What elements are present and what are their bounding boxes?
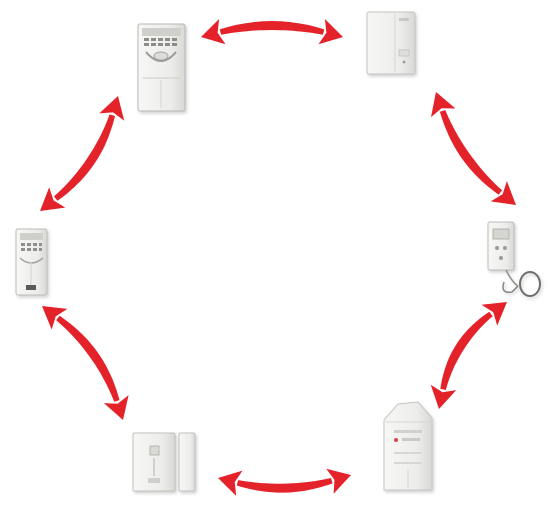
arrow-keyfob-to-motion-shaft <box>440 311 493 390</box>
arrow-small-keypad-to-panel <box>40 96 125 211</box>
small-keypad-icon <box>15 228 48 296</box>
arrow-panel-to-sensor-head-start <box>201 19 226 45</box>
sensor-icon <box>366 11 416 75</box>
arrow-panel-to-sensor-shaft <box>219 21 325 35</box>
arrow-keyfob-to-motion-head-start <box>481 302 507 326</box>
arrow-motion-to-contact-head-end <box>218 470 243 496</box>
door-contact-icon <box>132 432 196 492</box>
arrow-keyfob-to-motion-head-end <box>430 384 457 409</box>
arrow-contact-to-small-keypad <box>42 306 129 420</box>
arrow-panel-to-sensor-head-end <box>318 19 343 45</box>
arrow-motion-to-contact-head-start <box>326 468 351 494</box>
arrow-keyfob-to-motion <box>430 302 507 409</box>
arrow-motion-to-contact <box>218 468 351 496</box>
arrow-contact-to-small-keypad-shaft <box>56 315 120 402</box>
arrow-small-keypad-to-panel-head-end <box>99 96 125 121</box>
arrow-panel-to-sensor <box>201 19 343 45</box>
arrow-sensor-to-keyfob <box>431 92 516 205</box>
arrow-small-keypad-to-panel-head-start <box>40 187 66 211</box>
arrows-group <box>40 19 516 496</box>
arrow-motion-to-contact-shaft <box>236 478 333 493</box>
motion-detector-icon <box>383 401 433 491</box>
keyfob-icon <box>487 221 541 297</box>
arrow-sensor-to-keyfob-head-start <box>431 92 456 118</box>
arrow-contact-to-small-keypad-head-start <box>103 395 129 420</box>
keypad-panel-icon <box>137 23 186 112</box>
arrow-small-keypad-to-panel-shaft <box>54 114 115 201</box>
arrow-sensor-to-keyfob-shaft <box>439 110 503 195</box>
arrow-sensor-to-keyfob-head-end <box>490 181 516 205</box>
arrow-contact-to-small-keypad-head-end <box>42 306 68 330</box>
